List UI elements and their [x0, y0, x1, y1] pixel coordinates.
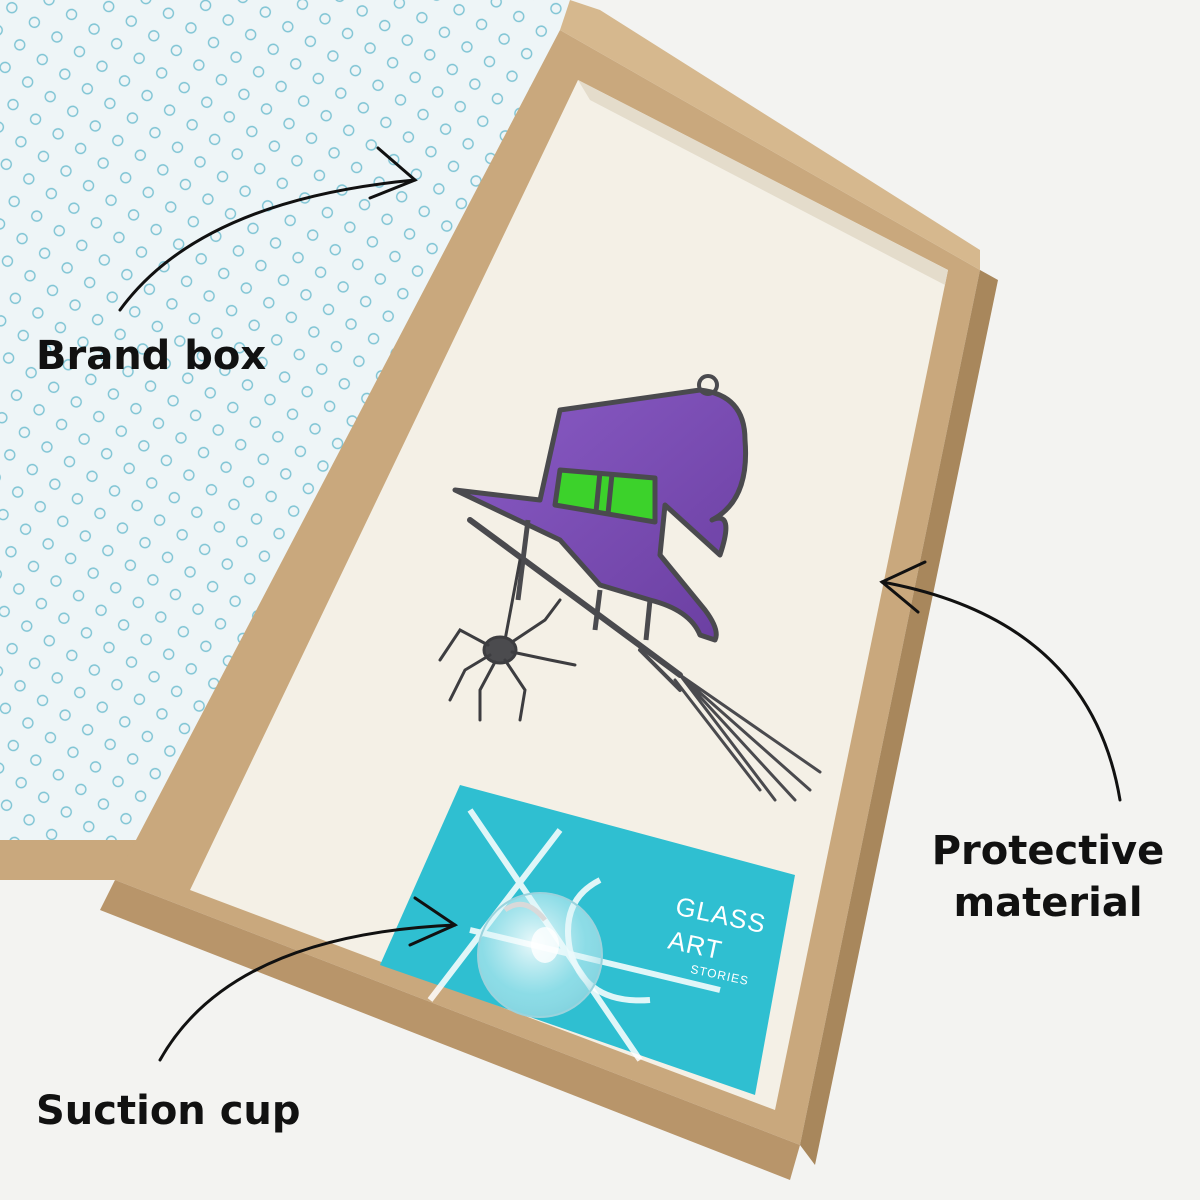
protective-label-line1: Protective	[931, 828, 1165, 874]
suction-cup-label: Suction cup	[36, 1088, 301, 1134]
broom-icon	[467, 517, 822, 802]
curved-arrow-icon	[118, 146, 418, 312]
protective-label-line2: material	[953, 880, 1143, 926]
brand-box-lid	[0, 0, 570, 880]
suction-cup-icon	[477, 892, 603, 1018]
curved-arrow-icon	[879, 560, 1122, 802]
curved-arrow-icon	[158, 896, 459, 1062]
brand-box-label: Brand box	[36, 333, 267, 379]
spider-icon	[438, 558, 577, 722]
witch-hat-ornament	[452, 374, 749, 643]
protective-material-label: Protective material	[918, 825, 1178, 929]
